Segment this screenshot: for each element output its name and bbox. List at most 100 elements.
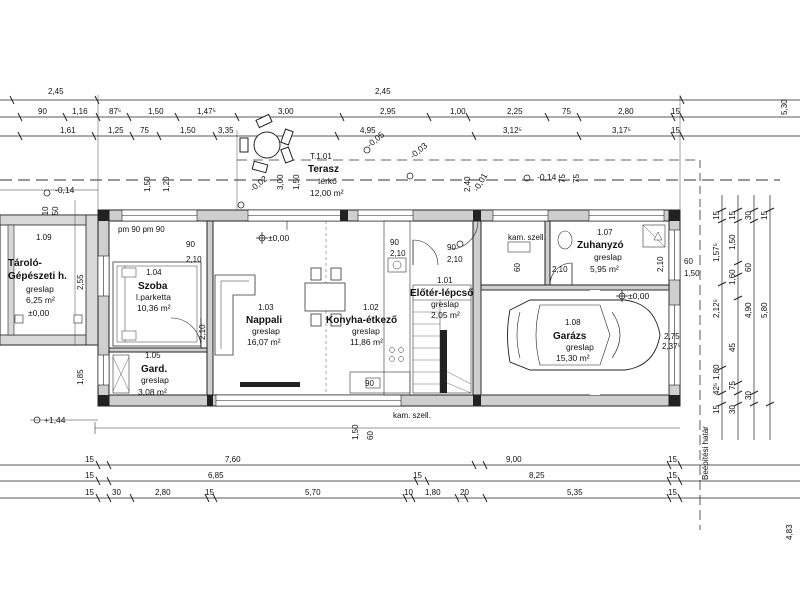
dim-r1-3: 1,50 [148, 107, 164, 116]
terrace-dim-120: 1,20 [162, 176, 171, 192]
bottom-dim-150: 1,50 [351, 424, 360, 440]
dim-b2-0: 15 [85, 471, 94, 480]
dim-r1-4: 1,47⁵ [197, 107, 216, 116]
konyha-counter-dim: 90 [365, 379, 374, 388]
garage-dim-2375: 2,37⁵ [662, 342, 681, 351]
zuh-dim-210: 2,10 [552, 265, 568, 274]
konyha-id: 1.02 [363, 303, 379, 312]
nappali-area: 16,07 m² [247, 337, 281, 347]
eloter-name: Előtér-lépcső [410, 288, 473, 299]
terrace-dim-300: 3,00 [276, 174, 285, 190]
dim-v1-5: 15 [712, 405, 721, 414]
zuh-dim-210b: 2,10 [656, 256, 665, 272]
konyha-dim-90: 90 [390, 238, 399, 247]
dim-b2-3: 8,25 [529, 471, 545, 480]
dim-r1-11: 15 [671, 107, 680, 116]
boundary-label: Beépítési határ [701, 426, 710, 480]
terrace-dim-150b: 1,50 [292, 174, 301, 190]
dim-b1-0: 15 [85, 455, 94, 464]
storage-level: ±0,00 [28, 308, 49, 318]
dim-top-a: 2,45 [48, 87, 64, 96]
dim-v2-5: 30 [728, 405, 737, 414]
eloter-area: 2,05 m² [431, 310, 460, 320]
dim-right-edge: 5,30 [780, 99, 789, 115]
terrace-name: Terasz [308, 164, 339, 175]
level-marker-garage [616, 290, 628, 302]
eloter-material: greslap [431, 299, 459, 309]
right-dimension-texts: 15 1,57⁵ 2,12⁵ 1,80 42⁵ 15 15 1,50 1,60 … [712, 211, 769, 414]
dim-v1-3: 1,80 [712, 364, 721, 380]
szoba-dim-90: 90 [186, 240, 195, 249]
garage-name: Garázs [553, 331, 587, 342]
dim-v3-1: 60 [744, 263, 753, 272]
szoba-material: l.parketta [136, 292, 171, 302]
dim-b3-8: 5,35 [567, 488, 583, 497]
storage-id: 1.09 [36, 233, 52, 242]
right-dimension-lines [717, 195, 775, 440]
level-terrace-a: -0,14 [55, 185, 75, 195]
level-terrace-c: -0,03 [408, 140, 429, 160]
dim-r1-5: 3,00 [278, 107, 294, 116]
bottom-dim-60: 60 [366, 431, 375, 440]
terrace-dim-240: 2,40 [463, 176, 472, 192]
dim-v3-2: 4,90 [744, 302, 753, 318]
gard-name: Gard. [141, 364, 167, 375]
dim-b2-4: 15 [668, 471, 677, 480]
dim-v1-0: 15 [712, 211, 721, 220]
storage-annex: 1.09 Tároló- Gépészeti h. greslap 6,25 m… [0, 200, 99, 385]
top-dimension-texts: 2,45 2,45 5,30 90 1,16 87⁵ 1,50 1,47⁵ 3,… [38, 87, 789, 135]
gard-area: 3,08 m² [138, 387, 167, 397]
dim-v2-1: 1,50 [728, 234, 737, 250]
dim-v2-3: 45 [728, 343, 737, 352]
garage-level: ±0,00 [628, 291, 649, 301]
dim-right-edge-b: 4,83 [785, 524, 794, 540]
dim-r1-6: 2,95 [380, 107, 396, 116]
left-dim-150: 1,50 [51, 206, 60, 222]
zuh-id: 1.07 [597, 228, 613, 237]
corner-columns [98, 210, 680, 406]
szoba-area: 10,36 m² [137, 303, 171, 313]
szoba-id: 1.04 [146, 268, 162, 277]
konyha-material: greslap [352, 326, 380, 336]
zuh-material: greslap [594, 252, 622, 262]
terrace-material: térkő [318, 176, 337, 186]
garage-material: greslap [566, 342, 594, 352]
bottom-dimension-texts: 15 7,60 9,00 15 15 6,85 15 8,25 15 15 30… [85, 455, 794, 540]
dim-r2-1: 1,25 [108, 126, 124, 135]
dim-r1-9: 75 [562, 107, 571, 116]
terrace-table-icon [239, 113, 294, 174]
szoba-dim-side-210: 2,10 [198, 324, 207, 340]
gard-id: 1.05 [145, 351, 161, 360]
storage-name-a: Tároló- [8, 258, 42, 269]
nappali-level: ±0,00 [268, 233, 289, 243]
dim-b2-2: 15 [413, 471, 422, 480]
dim-v1-4: 42⁵ [712, 383, 721, 395]
room-konyha: 1.02 Konyha-étkező greslap 11,86 m² 90 9… [326, 220, 439, 396]
szoba-top-dims: pm 90 pm 90 [118, 225, 165, 234]
zuh-name: Zuhanyzó [577, 240, 624, 251]
dining-table-icon [304, 267, 346, 327]
room-garazs: 1.08 Garázs greslap 15,30 m² ±0,00 2,75 … [480, 257, 700, 396]
dim-b3-3: 15 [205, 488, 214, 497]
dim-b3-0: 15 [85, 488, 94, 497]
kam-szell-bottom: kam. szell. [393, 411, 431, 420]
nappali-name: Nappali [246, 315, 282, 326]
dim-r2-8: 15 [671, 126, 680, 135]
top-dimension-lines [0, 95, 800, 210]
left-dim-210a: 2,10 [41, 206, 50, 222]
gard-material: greslap [141, 375, 169, 385]
dim-b1-3: 15 [668, 455, 677, 464]
dim-r2-5: 4,95 [360, 126, 376, 135]
dim-v2-0: 15 [728, 211, 737, 220]
dim-r2-4: 3,35 [218, 126, 234, 135]
storage-material: greslap [26, 284, 54, 294]
konyha-area: 11,86 m² [350, 337, 383, 347]
window-openings [97, 209, 681, 407]
garage-dim-60: 60 [684, 257, 693, 266]
dim-b3-1: 30 [112, 488, 121, 497]
dim-v3-3: 30 [744, 391, 753, 400]
dim-v4-top: 15 [760, 211, 769, 220]
dim-v4-0: 5,80 [760, 302, 769, 318]
terrace-dim-75a: 75 [558, 174, 567, 183]
